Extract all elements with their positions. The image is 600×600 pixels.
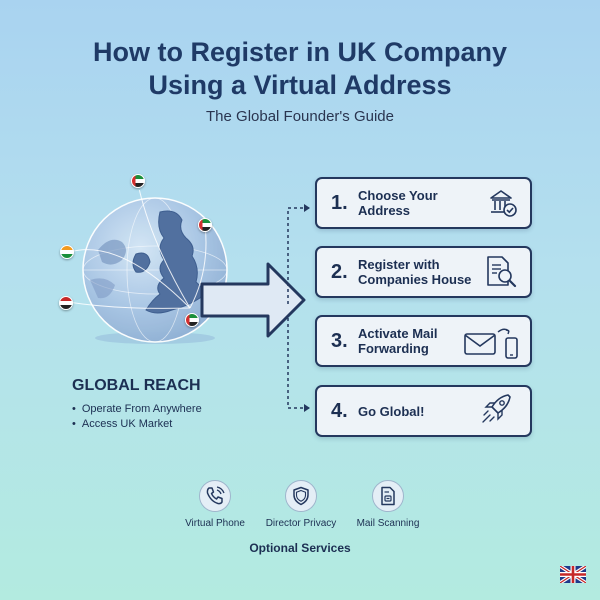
step-4-card[interactable]: 4. Go Global! [315, 385, 532, 437]
service-label: Virtual Phone [185, 518, 245, 529]
flag-uae-icon [131, 174, 145, 188]
list-item: Operate From Anywhere [72, 402, 202, 417]
service-mail-scanning[interactable]: Mail Scanning [343, 480, 433, 529]
step-2-card[interactable]: 2. Register with Companies House [315, 246, 532, 298]
step-label: Go Global! [358, 403, 425, 419]
step-number: 1. [331, 191, 348, 214]
phone-icon [206, 486, 225, 505]
document-scan-icon [381, 486, 395, 506]
step-connector-lines [287, 204, 310, 412]
step-label: Choose Your Address [358, 188, 438, 218]
flag-india-icon [60, 245, 74, 259]
uk-flag-icon [560, 566, 586, 583]
title-line-1: How to Register in UK Company [92, 37, 508, 67]
service-label: Director Privacy [265, 518, 337, 529]
right-arrow-icon [200, 262, 306, 338]
optional-services-caption: Optional Services [249, 541, 351, 555]
title-line-2: Using a Virtual Address [148, 70, 452, 100]
globe-illustration [59, 174, 260, 350]
global-reach-list: Operate From Anywhere Access UK Market [72, 402, 202, 432]
list-item: Access UK Market [72, 417, 202, 432]
flag-uae-icon [185, 313, 199, 327]
shield-icon [293, 486, 309, 506]
step-3-card[interactable]: 3. Activate Mail Forwarding [315, 315, 532, 367]
rocket-icon [482, 394, 511, 423]
step-number: 4. [331, 399, 348, 422]
page-title: How to Register in UK Company Using a Vi… [0, 36, 600, 102]
step-label: Register with Companies House [358, 257, 472, 287]
bank-check-icon [490, 190, 517, 217]
globe-icon [67, 190, 228, 344]
service-director-privacy[interactable]: Director Privacy [256, 480, 346, 529]
service-virtual-phone[interactable]: Virtual Phone [170, 480, 260, 529]
flag-egypt-icon [59, 296, 73, 310]
step-number: 2. [331, 260, 348, 283]
step-1-card[interactable]: 1. Choose Your Address [315, 177, 532, 229]
page-subtitle: The Global Founder's Guide [206, 108, 394, 125]
document-search-icon [487, 256, 517, 288]
step-label: Activate Mail Forwarding [358, 326, 438, 356]
service-label: Mail Scanning [356, 518, 420, 529]
step-number: 3. [331, 329, 348, 352]
mail-phone-icon [464, 328, 518, 359]
global-reach-title: GLOBAL REACH [72, 377, 201, 394]
flag-uae-icon [198, 218, 212, 232]
